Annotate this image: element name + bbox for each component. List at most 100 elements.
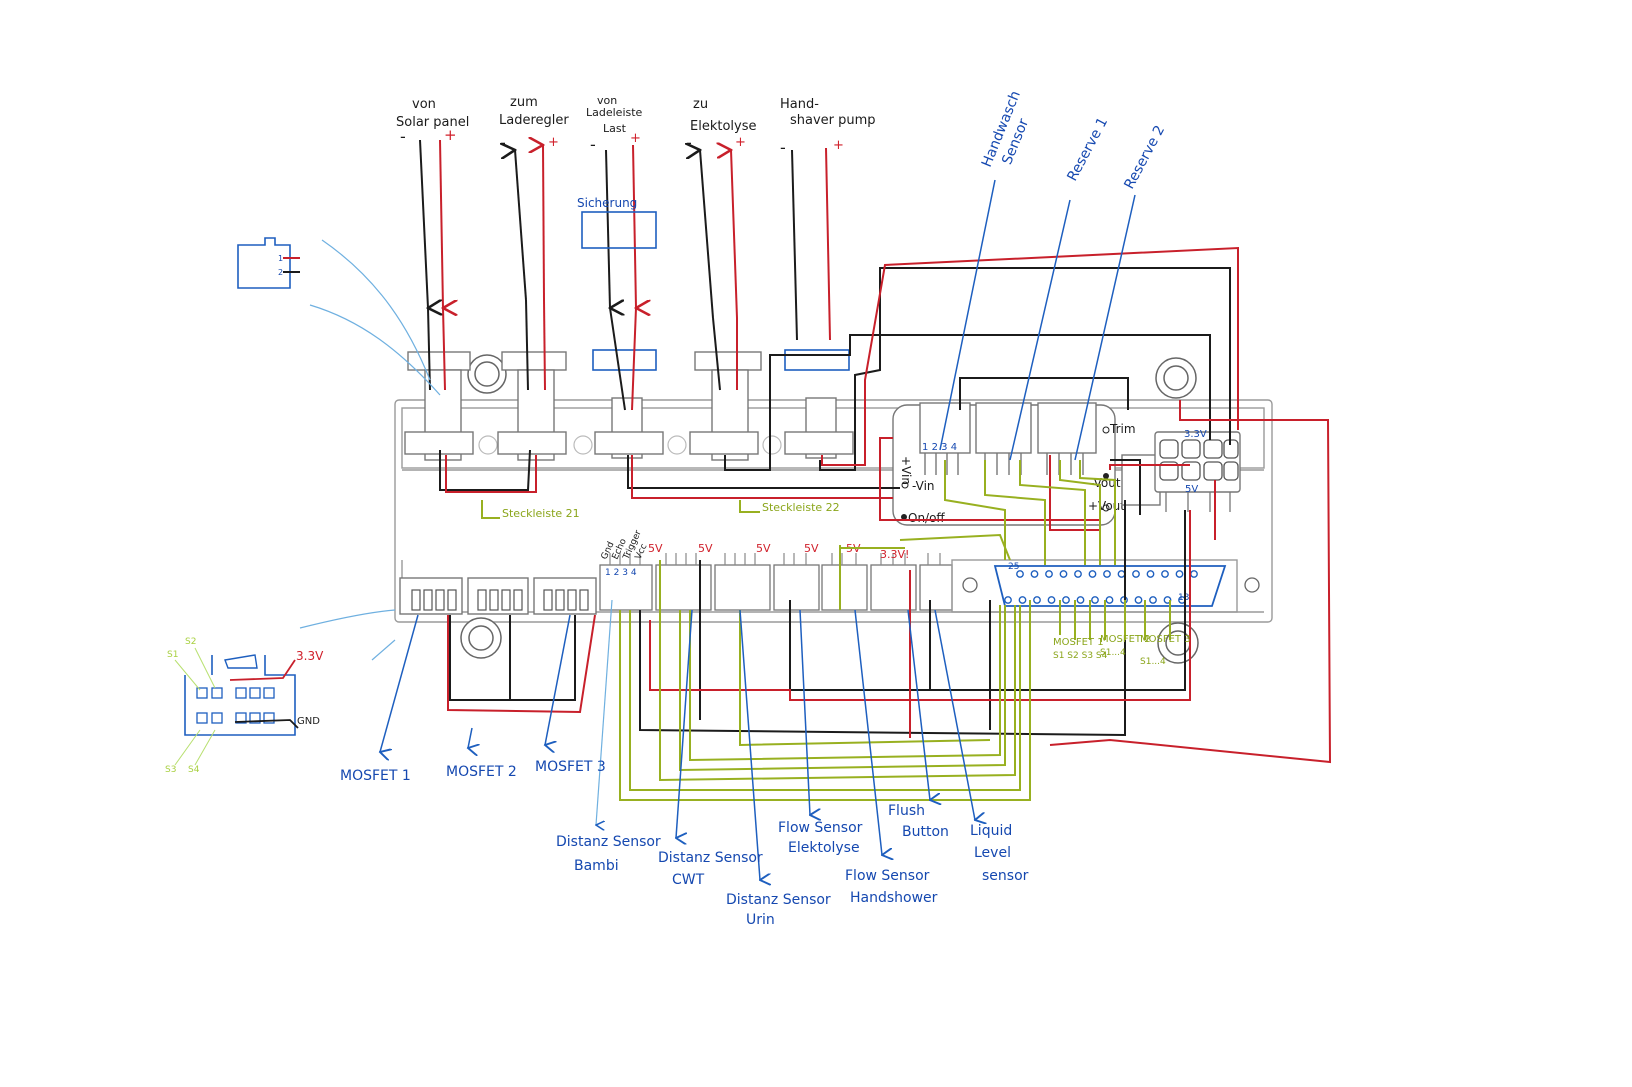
label-reserve-2: Reserve 2 bbox=[1121, 123, 1168, 192]
svg-text:Level: Level bbox=[974, 845, 1011, 861]
svg-text:CWT: CWT bbox=[672, 872, 705, 888]
svg-text:-: - bbox=[590, 135, 596, 154]
dsub-pin bbox=[1016, 570, 1024, 578]
right-sensor-labels: Handwasch Sensor Reserve 1 Reserve 2 bbox=[979, 89, 1168, 192]
label-dsub-s1-s4: S1 S2 S3 S4 bbox=[1053, 651, 1108, 661]
svg-text:Solar panel: Solar panel bbox=[396, 115, 469, 130]
terminal-laderegler bbox=[497, 351, 567, 461]
dsub-pin bbox=[1018, 596, 1027, 604]
label-3v3: 3.3V! bbox=[880, 548, 909, 561]
svg-text:zum: zum bbox=[510, 95, 538, 110]
mosfet-connector-pinout: 3.3V GND S1 S2 S3 S4 bbox=[165, 637, 324, 775]
pin-1: 1 bbox=[278, 254, 283, 263]
label-shaver-pump: Hand- shaver pump - + bbox=[780, 97, 876, 157]
svg-text:zu: zu bbox=[693, 97, 708, 112]
label-gnd: GND bbox=[297, 716, 320, 727]
label-elektolyse: zu Elektolyse - + bbox=[686, 97, 756, 152]
label-reserve-1: Reserve 1 bbox=[1064, 115, 1111, 184]
dsub-connector: 25 13 bbox=[951, 559, 1260, 613]
label-5v: 5V bbox=[648, 542, 663, 555]
steckleiste-labels: Steckleiste 21 Steckleiste 22 bbox=[502, 501, 840, 520]
dsub-pin bbox=[1033, 596, 1041, 604]
red-wires bbox=[445, 246, 1332, 764]
dsub-pin-13: 13 bbox=[1178, 593, 1189, 603]
svg-text:Flow Sensor: Flow Sensor bbox=[845, 868, 930, 884]
label-steckleiste-22: Steckleiste 22 bbox=[762, 501, 840, 514]
label-s2: S2 bbox=[185, 637, 196, 647]
svg-text:Distanz Sensor: Distanz Sensor bbox=[726, 892, 831, 908]
pin-2: 2 bbox=[278, 268, 283, 277]
svg-text:Handshower: Handshower bbox=[850, 890, 938, 906]
label-mosfet-3: MOSFET 3 bbox=[535, 759, 606, 775]
svg-text:Distanz Sensor: Distanz Sensor bbox=[658, 850, 763, 866]
svg-text:Elektolyse: Elektolyse bbox=[690, 119, 756, 134]
label-dsub-mosfet-2: MOSFET 2 bbox=[1100, 634, 1151, 645]
svg-text:+: + bbox=[444, 126, 457, 144]
svg-text:-: - bbox=[780, 138, 786, 157]
svg-text:von: von bbox=[412, 97, 436, 112]
svg-text:Laderegler: Laderegler bbox=[499, 113, 569, 128]
terminal-elektolyse bbox=[689, 351, 762, 461]
label-mosfet-1: MOSFET 1 bbox=[340, 768, 411, 784]
dcdc-trim: Trim bbox=[1109, 422, 1136, 436]
label-steckleiste-21: Steckleiste 21 bbox=[502, 507, 580, 520]
dsub-pin bbox=[1134, 596, 1143, 604]
svg-text:Distanz Sensor: Distanz Sensor bbox=[556, 834, 661, 850]
label-mosfet-2: MOSFET 2 bbox=[446, 764, 517, 780]
label-s3: S3 bbox=[165, 765, 176, 775]
label-s1: S1 bbox=[167, 650, 178, 660]
label-3v3: 3.3V bbox=[296, 649, 324, 663]
dsub-pin bbox=[1132, 570, 1140, 578]
svg-text:+: + bbox=[833, 138, 844, 153]
dcdc-on-off: On/off bbox=[908, 511, 945, 525]
dsub-pin bbox=[1045, 570, 1053, 578]
terminal-pump bbox=[784, 349, 854, 459]
mounting-holes bbox=[460, 354, 1199, 664]
top-power-wires bbox=[419, 140, 831, 411]
svg-text:+: + bbox=[630, 131, 641, 146]
svg-text:Urin: Urin bbox=[746, 912, 775, 928]
dsub-pin bbox=[1062, 596, 1070, 604]
label-dsub-s1-4: S1...4 bbox=[1100, 648, 1126, 658]
label-handwasch-sensor: Handwasch Sensor bbox=[979, 89, 1032, 170]
svg-text:Button: Button bbox=[902, 824, 949, 840]
power-header-3v3: 3.3V bbox=[1184, 429, 1207, 440]
svg-text:Flush: Flush bbox=[888, 803, 925, 819]
svg-text:-: - bbox=[400, 127, 406, 146]
label-dsub-mosfet-3: MOSFET 3 bbox=[1140, 634, 1191, 645]
sensor-headers: Gnd Echo Trigger Vcc 5V 5V 5V 5V 5V 3.3V… bbox=[599, 529, 953, 611]
dcdc-converter: +Vin -Vin On/off Trim -Vout +Vout 1 2 3 … bbox=[892, 402, 1136, 526]
dsub-pin bbox=[1030, 570, 1039, 578]
dsub-pin bbox=[1103, 570, 1111, 578]
dsub-pin bbox=[1047, 596, 1056, 604]
svg-text:Bambi: Bambi bbox=[574, 858, 619, 874]
dcdc-pin-numbers: 1 2 3 4 bbox=[922, 442, 957, 453]
label-5v: 5V bbox=[698, 542, 713, 555]
label-5v: 5V bbox=[804, 542, 819, 555]
dsub-pin bbox=[1059, 570, 1068, 578]
label-s4: S4 bbox=[188, 765, 200, 775]
dcdc-plus-vin: +Vin bbox=[899, 456, 913, 485]
green-wires bbox=[481, 460, 1171, 801]
power-header: 3.3V 5V bbox=[1121, 429, 1241, 512]
board-holes bbox=[478, 435, 782, 455]
svg-text:sensor: sensor bbox=[982, 868, 1029, 884]
fuse: Sicherung bbox=[577, 196, 657, 249]
dsub-pin bbox=[1074, 570, 1082, 578]
svg-text:Last: Last bbox=[603, 122, 627, 135]
left-mosfet-labels: MOSFET 1 MOSFET 2 MOSFET 3 bbox=[340, 759, 606, 784]
header-pin-numbers: 1 2 3 4 bbox=[605, 568, 637, 578]
dsub-pin bbox=[1004, 596, 1012, 604]
svg-text:+: + bbox=[735, 135, 746, 150]
dsub-pin-25: 25 bbox=[1008, 562, 1019, 572]
svg-text:Liquid: Liquid bbox=[970, 823, 1012, 839]
power-header-5v: 5V bbox=[1185, 484, 1198, 495]
svg-text:+: + bbox=[548, 135, 559, 150]
svg-text:Hand-: Hand- bbox=[780, 97, 819, 112]
